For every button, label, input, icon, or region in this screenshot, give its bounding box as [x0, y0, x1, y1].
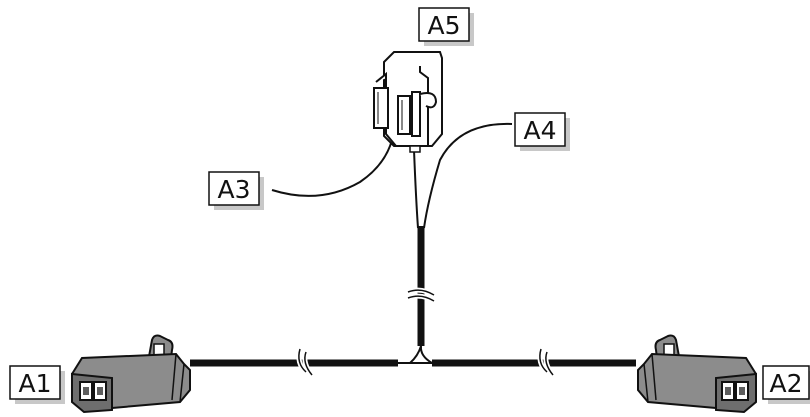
label-a3-text: A3: [217, 175, 250, 204]
a3-leader-line: [271, 139, 393, 197]
label-a5-text: A5: [427, 11, 460, 40]
label-a1-text: A1: [18, 369, 51, 398]
connector-right-icon: [637, 334, 757, 414]
connector-left-icon: [71, 334, 191, 414]
label-a2-text: A2: [769, 369, 802, 398]
label-a4-text: A4: [523, 116, 556, 145]
label-a2: A2: [762, 365, 810, 404]
label-a3: A3: [208, 171, 264, 210]
clamp-wires: [413, 122, 513, 229]
branch-cable: [407, 226, 436, 364]
label-a4: A4: [514, 112, 570, 151]
current-clamp-icon: [373, 51, 443, 153]
label-a1: A1: [9, 365, 65, 404]
label-a5: A5: [418, 7, 474, 46]
main-cable: [190, 348, 636, 377]
